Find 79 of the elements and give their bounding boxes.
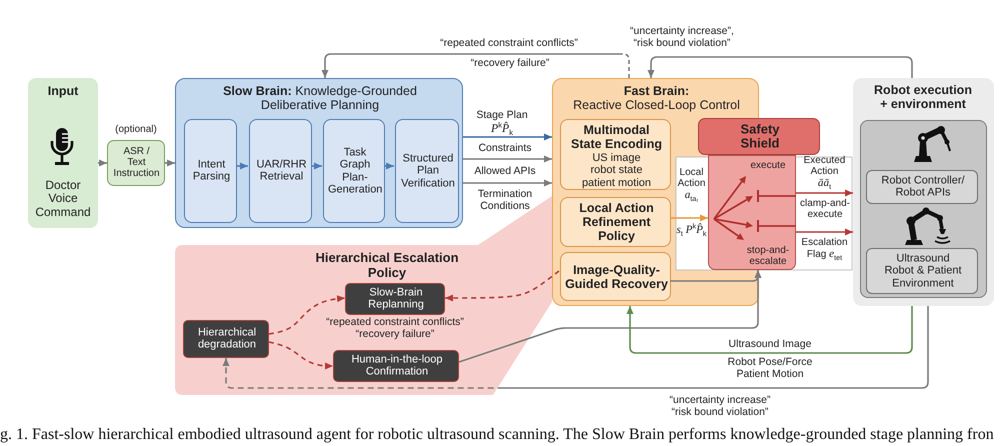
process-box [323,119,385,223]
arrow [463,134,552,140]
signal-label: s$_{t}$ P$^{k}$P̂$_{k}$ [675,224,708,237]
box-label: Image-Quality-Guided Recovery [564,262,669,290]
panel-title: Hierarchical Escalation Policy [314,251,460,280]
panel-title: Slow Brain: Knowledge-Grounded Deliberative Planning [222,84,418,112]
box-label: Robot Controller/ Robot APIs [880,174,966,200]
dashed-arrow [222,306,929,389]
edge-label: “uncertainty increase” “risk bound violation” [668,395,772,418]
note-label: (optional) [114,124,158,136]
environment-panel [853,78,994,306]
dashed-arrow [268,295,346,335]
dashed-arrow [322,53,630,78]
arrow [384,162,394,170]
component-box [866,170,978,204]
planning-panel [175,78,463,228]
box-label: Human-in-the-loop Confirmation [350,354,444,378]
trigger-note: “repeated constraint conflicts” “recovery failure” [325,317,465,340]
box-title: Multimodal State Encoding [570,123,663,151]
arrow [796,190,853,196]
shield-body [708,155,796,270]
arrow [463,156,552,162]
edge-label: Allowed APIs [473,166,537,178]
edge-label: Local Action a$_{taₜ}$ [676,167,706,202]
action-box [345,283,445,315]
edge-label: Escalation Flag e$_{tet}$ [800,237,849,261]
input-label: Doctor Voice Command [34,179,92,220]
dashed-arrow [445,270,560,302]
arrow [670,214,708,222]
signal-label: Robot Pose/Force Patient Motion [726,357,814,380]
panel-title: Input [46,84,80,98]
edge-label: “uncertainty increase”, “risk bound violation” [629,26,735,50]
escalation-panel [175,196,552,395]
box-label: ASR / Text Instruction [113,146,160,180]
box-label: Safety Shield [739,122,781,152]
figure-caption: g. 1. Fast-slow hierarchical embodied ultrasound agent for robotic ultrasound scanning. The Slow Brain performs knowledge-grounded stage planning fron [0,426,994,444]
arrow [236,162,248,170]
dashed-arrow [268,341,333,370]
signal-label: Termination Conditions [476,189,534,212]
box-label: Task Graph Plan-Generation [328,146,382,196]
branch-label: execute [749,160,787,172]
module-box [560,197,671,247]
process-box [249,119,312,223]
edge-label: Stage Plan P$^{k}$P̂$_{k}$ [475,110,529,136]
panel-title: Fast Brain: Reactive Closed-Loop Control [572,84,741,112]
module-box [560,252,671,301]
arrow [311,162,322,170]
edge-label: Constraints [477,143,533,155]
module-box [560,119,671,190]
process-box [184,119,237,223]
arrow [165,160,175,166]
edge-label: Executed Action āā$_{t}$ [803,155,846,190]
panel-title: Robot execution + environment [873,83,973,111]
input-panel [28,78,98,228]
box-label: Local Action Refinement Policy [578,201,655,243]
arrow [458,270,762,363]
process-box [107,140,165,186]
box-label: UAR/RHR Retrieval [255,158,308,184]
box-label: Ultrasound Robot & Patient Environment [883,252,963,290]
action-box [333,350,459,382]
edge-label: “repeated constraint conflicts” [439,38,579,50]
edge-label: Ultrasound Image [728,339,812,351]
arrow [626,306,913,354]
trigger-note: “recovery failure” [470,58,550,70]
box-label: Intent Parsing [192,158,232,184]
arrow [98,160,107,166]
branch-label: stop-and-escalate [746,245,790,268]
action-box [183,320,269,358]
box-label: Hierarchical degradation [196,326,258,352]
shield-header [698,118,820,155]
arrow [796,228,853,236]
box-label: Slow-Brain Replanning [367,286,425,312]
process-box [395,119,459,223]
arrow [648,56,913,78]
component-box [866,248,978,294]
arrow [463,180,552,186]
branch-label: clamp-and-execute [798,198,852,220]
box-text: US image robot state patient motion [580,152,652,189]
box-label: Structured Plan Verification [400,152,456,190]
